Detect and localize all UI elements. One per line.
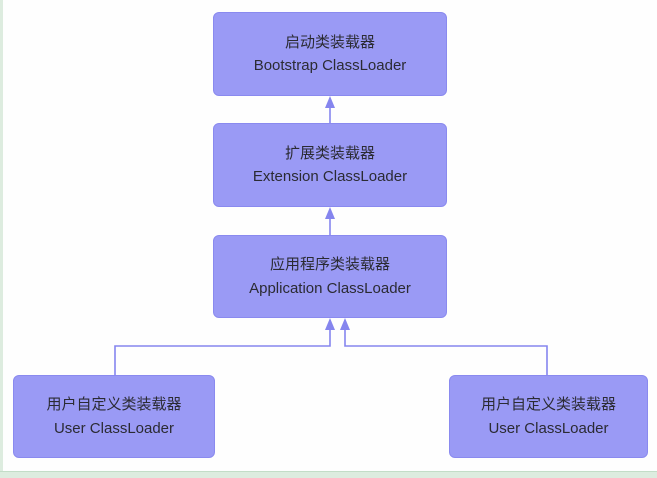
node-label-cn: 启动类装载器 (284, 33, 375, 51)
node-bootstrap-classloader: 启动类装载器 Bootstrap ClassLoader (213, 12, 447, 96)
node-label-en: User ClassLoader (53, 419, 175, 437)
node-label-cn: 扩展类装载器 (284, 144, 375, 162)
node-application-classloader: 应用程序类装载器 Application ClassLoader (213, 235, 447, 318)
node-label-cn: 用户自定义类装载器 (46, 396, 182, 414)
node-label-en: Application ClassLoader (249, 279, 411, 297)
node-label-cn: 应用程序类装载器 (269, 256, 390, 274)
node-label-en: Extension ClassLoader (252, 168, 408, 185)
node-label-en: Bootstrap ClassLoader (253, 57, 407, 74)
arrow-user-right-to-application (340, 318, 548, 375)
page-edge-left-strip (0, 0, 3, 478)
node-user-classloader-left: 用户自定义类装载器 User ClassLoader (13, 375, 215, 458)
node-label-en: User ClassLoader (488, 419, 609, 437)
page-edge-bottom-strip (0, 471, 657, 478)
node-extension-classloader: 扩展类装载器 Extension ClassLoader (213, 123, 447, 207)
arrow-user-left-to-application (114, 318, 335, 375)
node-user-classloader-right: 用户自定义类装载器 User ClassLoader (449, 375, 648, 458)
arrow-extension-to-bootstrap (325, 96, 335, 123)
node-label-cn: 用户自定义类装载器 (480, 396, 616, 414)
arrow-application-to-extension (325, 207, 335, 235)
